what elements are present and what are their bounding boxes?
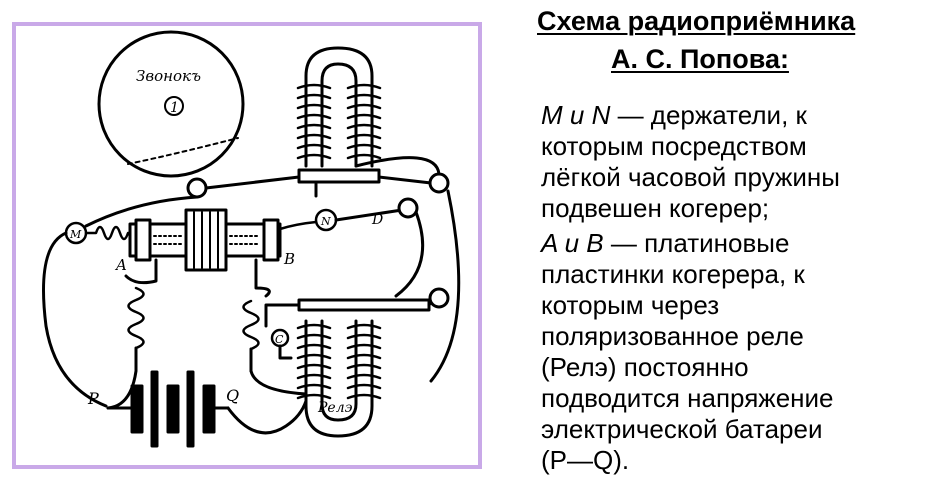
spring-m: [84, 225, 132, 241]
bell-shadow-arc: [127, 137, 239, 165]
label-n: N: [320, 215, 331, 228]
paragraph-2-line-6: подводится напряжение: [541, 383, 834, 413]
bell-terminal-right: [428, 172, 450, 194]
bell-number-ring: [164, 96, 184, 116]
title-line-1: Схема радиоприёмника: [537, 6, 856, 36]
paragraph-2-line-5: (Релэ) постоянно: [541, 352, 749, 382]
term-a-b: A и B: [541, 228, 604, 258]
battery: [106, 370, 230, 448]
label-m: M: [69, 228, 82, 241]
paragraph-holders: M и N — держатели, к которым посредством…: [541, 100, 921, 224]
relay-terminal: [428, 287, 450, 309]
paragraph-2-line-1: A и B — платиновые: [541, 228, 921, 259]
relay-label: Релэ: [317, 400, 353, 416]
relay-electromagnet: [296, 319, 382, 438]
paragraph-1-line-4: подвешен когерер;: [541, 193, 770, 223]
label-p: P: [87, 389, 99, 408]
bell-terminal-left: [186, 177, 208, 199]
paragraph-2-line-7: электрической батареи: [541, 414, 823, 444]
terminal-d: [397, 197, 419, 219]
label-a: A: [114, 256, 127, 274]
paragraph-1-line-1: M и N — держатели, к: [541, 100, 921, 131]
bell: [97, 30, 245, 178]
paragraph-2-line-4: поляризованное реле: [541, 321, 804, 351]
coil-a: [127, 286, 145, 350]
paragraph-1-line-3: лёгкой часовой пружины: [541, 162, 840, 192]
paragraph-2-line-2: пластинки когерера, к: [541, 259, 805, 289]
bell-number: 1: [170, 100, 179, 116]
spring-n: [278, 220, 318, 231]
paragraph-1-line-2: которым посредством: [541, 131, 807, 161]
label-d: D: [371, 212, 383, 228]
relay-armature: [297, 298, 431, 312]
term-m-n: M и N: [541, 100, 611, 130]
radio-receiver-schematic: Звонокъ 1 M N D A B C P Q Релэ: [42, 30, 461, 448]
paragraph-2-line-1-rest: — платиновые: [603, 228, 790, 258]
schematic-frame: Звонокъ 1 M N D A B C P Q Релэ: [12, 22, 482, 469]
paragraph-2-line-8: (P—Q).: [541, 445, 630, 475]
bell-armature: [297, 168, 381, 184]
label-q: Q: [226, 386, 239, 405]
bell-electromagnet: [296, 46, 382, 168]
label-c: C: [275, 333, 284, 346]
coherer: [128, 208, 282, 272]
paragraph-plates: A и B — платиновые пластинки когерера, к…: [541, 228, 921, 476]
title-line-2: А. С. Попова:: [611, 44, 789, 74]
paragraph-1-line-1-rest: — держатели, к: [610, 100, 807, 130]
paragraph-2-line-3: которым через: [541, 290, 720, 320]
label-b: B: [283, 250, 295, 268]
coil-b: [242, 299, 260, 351]
bell-label: Звонокъ: [136, 67, 201, 85]
